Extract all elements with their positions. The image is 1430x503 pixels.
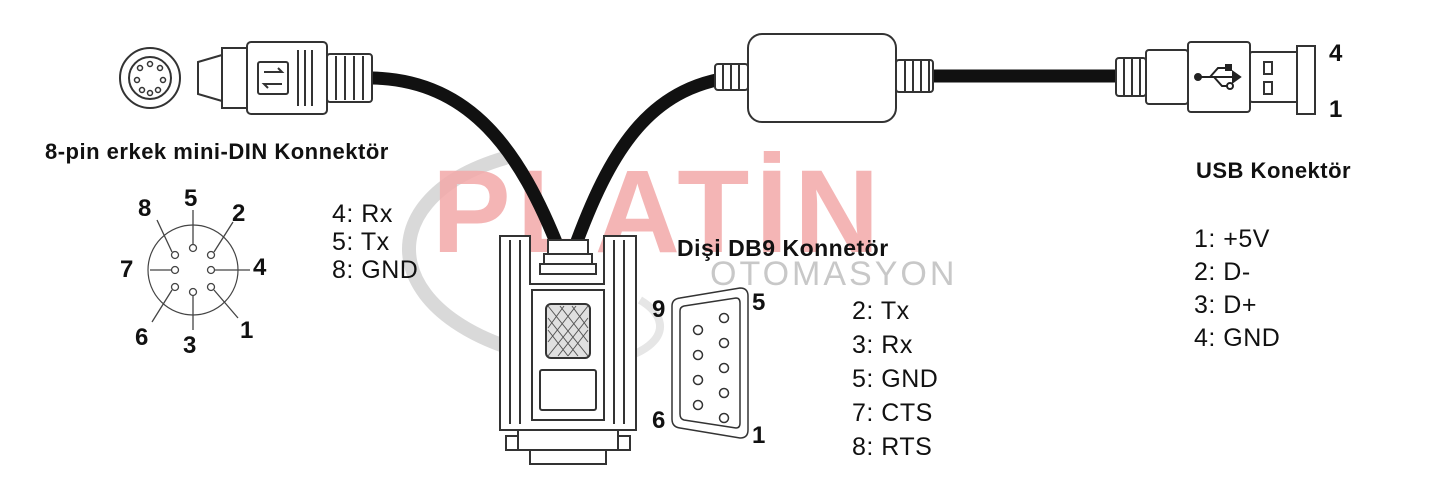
db9-signal-list: 2: Tx 3: Rx 5: GND 7: CTS 8: RTS — [852, 294, 938, 464]
usb-signal-list: 1: +5V 2: D- 3: D+ 4: GND — [1194, 223, 1280, 355]
minidin-title: 8-pin erkek mini-DIN Konnektör — [45, 139, 389, 164]
signal-item: 4: Rx — [332, 200, 393, 228]
cables — [365, 69, 1125, 259]
db9-pinout — [671, 287, 749, 439]
minidin-pinout — [147, 210, 250, 330]
usb-end-face — [1296, 45, 1316, 115]
usb-title: USB Konektör — [1196, 158, 1352, 183]
signal-item: 2: D- — [1194, 258, 1251, 286]
db9-plug — [499, 235, 637, 465]
db9-pin-label: 5 — [752, 289, 766, 316]
watermark-sub: OTOMASYON — [710, 255, 957, 293]
minidin-pin-label: 6 — [135, 324, 149, 351]
minidin-pin-label: 2 — [232, 200, 246, 227]
db9-pin-label: 6 — [652, 407, 666, 434]
signal-item: 8: RTS — [852, 433, 933, 461]
signal-item: 7: CTS — [852, 399, 933, 427]
minidin-pin-label: 5 — [184, 185, 198, 212]
minidin-pin-label: 8 — [138, 195, 152, 222]
usb-pin-label: 1 — [1329, 96, 1343, 123]
minidin-pin-label: 4 — [253, 254, 267, 281]
db9-pin-label: 9 — [652, 296, 666, 323]
signal-item: 2: Tx — [852, 297, 910, 325]
signal-item: 1: +5V — [1194, 225, 1270, 253]
watermark-logo: PLATİN OTOMASYON — [402, 146, 957, 367]
signal-item: 5: GND — [852, 365, 939, 393]
signal-item: 4: GND — [1194, 324, 1281, 352]
cable-to-minidin — [365, 71, 567, 259]
minidin-signal-list: 4: Rx 5: Tx 8: GND — [332, 200, 418, 284]
signal-item: 8: GND — [332, 256, 419, 284]
minidin-pin-label: 3 — [183, 332, 197, 359]
signal-item: 3: Rx — [852, 331, 913, 359]
minidin-plug — [119, 41, 373, 115]
db9-pin-label: 1 — [752, 422, 766, 449]
db9-title: Dişi DB9 Konnetör — [677, 235, 889, 261]
minidin-pin-label: 1 — [240, 317, 254, 344]
usb-plug — [1115, 41, 1316, 115]
signal-item: 3: D+ — [1194, 291, 1257, 319]
converter-box — [714, 33, 934, 123]
cable-to-converter — [566, 69, 752, 259]
usb-pin-label: 4 — [1329, 40, 1343, 67]
signal-item: 5: Tx — [332, 228, 390, 256]
minidin-pin-label: 7 — [120, 256, 134, 283]
usb-icon — [1194, 64, 1242, 90]
